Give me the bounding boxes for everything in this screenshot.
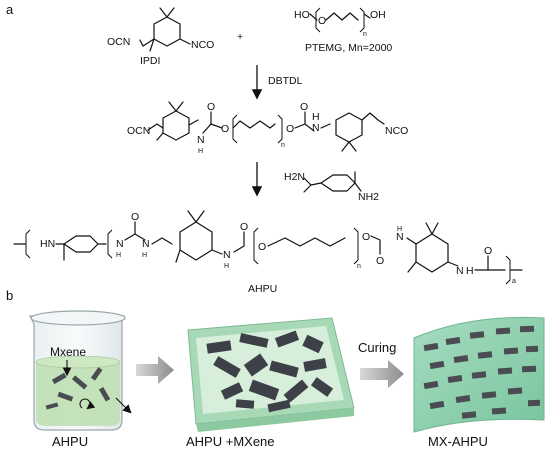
ahpu-n: n — [357, 263, 361, 270]
mxene-label: Mxene — [50, 345, 86, 359]
ahpu-n-4: N — [396, 231, 404, 243]
film-caption: MX-AHPU — [428, 434, 488, 449]
ahpu-o-6: O — [484, 245, 492, 257]
ahpu-label: AHPU — [248, 283, 277, 295]
catalyst-label: DBTDL — [268, 75, 303, 87]
diamine-nh2: NH2 — [358, 191, 379, 203]
ipdi-structure: OCN NCO — [107, 7, 214, 52]
diamine-h2n: H2N — [284, 171, 305, 183]
mxene-flakes-in-mold — [206, 330, 334, 413]
ahpu-o-3: O — [258, 241, 266, 253]
ahpu-polymer-structure: HN N H O N H N H O O n O O N H N H — [13, 210, 523, 285]
ahpu-h-1: H — [116, 252, 121, 259]
ahpu-h-5: H — [466, 265, 474, 277]
mold-caption: AHPU +MXene — [186, 434, 275, 449]
ptemg-structure: HO O n OH — [294, 7, 386, 38]
process-arrow-1 — [136, 356, 174, 384]
mxene-flakes-in-film — [423, 325, 541, 419]
ahpu-n-3: N — [223, 249, 231, 261]
ahpu-o-2: O — [240, 221, 248, 233]
ahpu-a: a — [512, 278, 516, 285]
stir-icon — [79, 398, 96, 410]
cured-film — [413, 316, 545, 433]
ahpu-n-2: N — [142, 238, 150, 250]
ahpu-n-1: N — [116, 238, 124, 250]
ocn-group: OCN — [107, 36, 130, 48]
prepolymer-structure: OCN N H O O n O O H N NCO — [127, 101, 408, 155]
prepolymer-nh-n-1: N — [197, 134, 205, 146]
ipdi-label: IPDI — [140, 55, 160, 67]
panel-b-label: b — [6, 288, 13, 303]
prepolymer-co-o-2: O — [300, 101, 308, 113]
process-arrow-2 — [360, 360, 404, 388]
beaker — [29, 310, 132, 431]
ahpu-o-5: O — [376, 255, 384, 267]
ahpu-hn: HN — [40, 238, 55, 250]
ptemg-o: O — [318, 15, 326, 27]
diamine-structure: H2N NH2 — [284, 171, 379, 203]
ahpu-n-5: N — [456, 265, 464, 277]
prepolymer-nh-h-2: H — [312, 111, 320, 123]
prepolymer-o-2: O — [286, 123, 294, 135]
prepolymer-nco: NCO — [385, 125, 408, 137]
panel-a-label: a — [6, 2, 14, 17]
ho-group: HO — [294, 9, 310, 21]
mold-tray — [187, 317, 355, 432]
ahpu-o-1: O — [131, 211, 139, 223]
prepolymer-nh-h-1: H — [198, 148, 203, 155]
prepolymer-ocn: OCN — [127, 125, 150, 137]
prepolymer-co-o-1: O — [207, 101, 215, 113]
ptemg-n: n — [363, 31, 367, 38]
curing-label: Curing — [358, 340, 396, 355]
prepolymer-n: n — [281, 142, 285, 149]
prepolymer-o-1: O — [221, 123, 229, 135]
ahpu-h-2: H — [142, 252, 147, 259]
prepolymer-nh-n-2: N — [312, 122, 320, 134]
ahpu-h-3: H — [224, 263, 229, 270]
oh-group: OH — [370, 9, 386, 21]
ptemg-label: PTEMG, Mn=2000 — [305, 42, 392, 54]
ahpu-h-4: H — [397, 226, 402, 233]
beaker-caption: AHPU — [52, 434, 88, 449]
ahpu-o-4: O — [362, 231, 370, 243]
plus-sign: + — [237, 31, 243, 43]
nco-group: NCO — [191, 39, 214, 51]
